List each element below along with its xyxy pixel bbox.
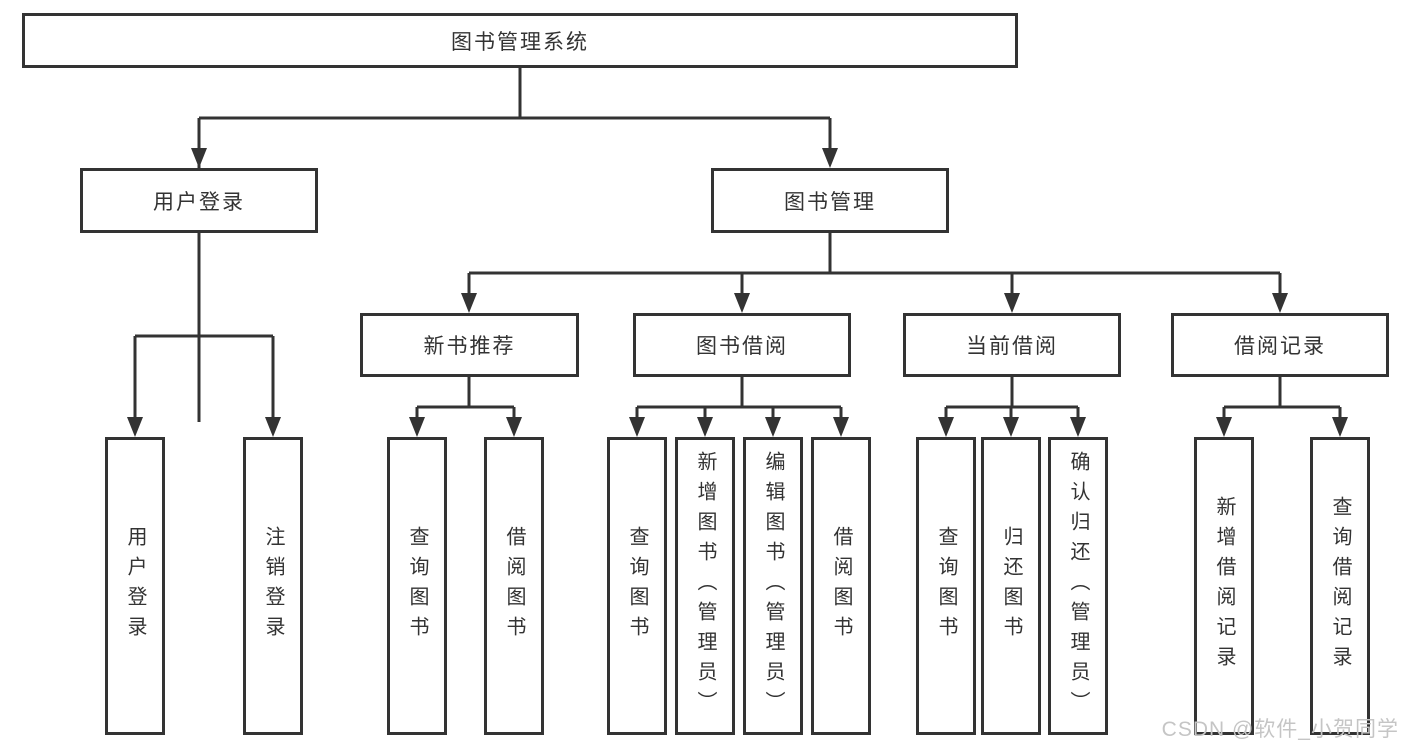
node-leaf-query-books-1: 查询图书	[387, 437, 447, 735]
node-label: 当前借阅	[966, 335, 1058, 358]
node-label: 图书借阅	[696, 335, 788, 358]
node-label: 注销登录	[262, 526, 284, 646]
node-label: 借阅记录	[1234, 335, 1326, 358]
node-leaf-logout: 注销登录	[243, 437, 303, 735]
connector-userlogin-to-leaves	[133, 233, 275, 423]
node-leaf-return-books: 归还图书	[981, 437, 1041, 735]
connector-currentborrow-to-leaves	[944, 377, 1080, 423]
node-new-book-recommendation: 新书推荐	[360, 313, 579, 377]
node-label: 用户登录	[124, 526, 146, 646]
node-label: 查询图书	[626, 526, 648, 646]
node-label: 新书推荐	[423, 335, 516, 358]
node-label: 用户登录	[153, 190, 245, 214]
node-label: 借阅图书	[830, 526, 852, 646]
node-label: 图书管理	[784, 190, 876, 214]
node-leaf-query-borrow-record: 查询借阅记录	[1310, 437, 1370, 735]
connector-newbooks-to-leaves	[415, 377, 516, 423]
node-leaf-edit-books-admin: 编辑图书（管理员）	[743, 437, 803, 735]
node-label: 新增图书（管理员）	[694, 451, 716, 721]
node-user-login-module: 用户登录	[80, 168, 318, 233]
node-borrowing-records: 借阅记录	[1171, 313, 1389, 377]
connector-root-to-level2	[197, 68, 832, 422]
node-leaf-borrow-books-1: 借阅图书	[484, 437, 544, 735]
node-label: 图书管理系统	[451, 30, 589, 54]
node-leaf-query-books-3: 查询图书	[916, 437, 976, 735]
node-current-borrowing: 当前借阅	[903, 313, 1121, 377]
node-label: 编辑图书（管理员）	[762, 451, 784, 721]
connector-bookmgmt-to-level3	[467, 233, 1282, 299]
connector-bookborrow-to-leaves	[635, 377, 843, 423]
node-leaf-query-books-2: 查询图书	[607, 437, 667, 735]
node-label: 查询图书	[406, 526, 428, 646]
node-label: 新增借阅记录	[1213, 496, 1235, 676]
node-leaf-confirm-return-admin: 确认归还（管理员）	[1048, 437, 1108, 735]
node-leaf-user-login: 用户登录	[105, 437, 165, 735]
node-label: 归还图书	[1000, 526, 1022, 646]
node-book-management-module: 图书管理	[711, 168, 949, 233]
node-system-root: 图书管理系统	[22, 13, 1018, 68]
connector-borrowrecords-to-leaves	[1222, 377, 1342, 423]
node-label: 借阅图书	[503, 526, 525, 646]
node-label: 查询借阅记录	[1329, 496, 1351, 676]
node-label: 确认归还（管理员）	[1067, 451, 1089, 721]
node-leaf-add-books-admin: 新增图书（管理员）	[675, 437, 735, 735]
node-label: 查询图书	[935, 526, 957, 646]
arrowheads	[127, 148, 1348, 437]
node-book-borrowing: 图书借阅	[633, 313, 851, 377]
node-leaf-borrow-books-2: 借阅图书	[811, 437, 871, 735]
node-leaf-add-borrow-record: 新增借阅记录	[1194, 437, 1254, 735]
csdn-watermark: CSDN @软件_小贺同学	[1161, 718, 1399, 741]
